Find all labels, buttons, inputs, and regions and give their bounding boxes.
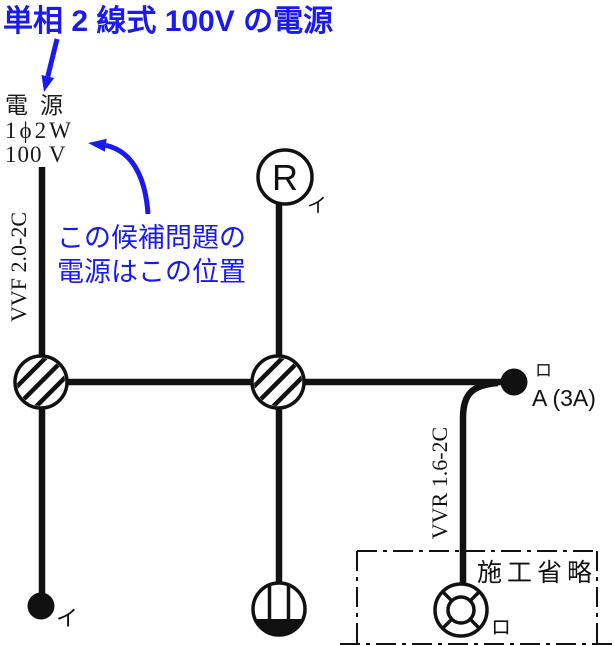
note-callout: この候補問題の 電源はこの位置	[57, 223, 246, 287]
outdoor-light-symbol: ロ	[433, 582, 511, 639]
arrow-to-position-shaft	[105, 142, 151, 215]
note-line2: 電源はこの位置	[57, 257, 246, 287]
outdoor-light-circuit-label: ロ	[491, 617, 511, 639]
joint-box-left-hatch	[17, 358, 65, 406]
lamp-receptacle-letter: R	[272, 157, 298, 198]
wires	[38, 167, 504, 594]
arrow-to-position-head	[88, 138, 107, 152]
single-switch-circuit-label: イ	[56, 606, 78, 631]
note-line1: この候補問題の	[57, 223, 246, 253]
outdoor-light-spokes	[441, 590, 481, 630]
auto-switch-dot	[500, 368, 528, 396]
joint-box-right-hatch	[254, 358, 302, 406]
title-callout: 単相 2 線式 100V の電源	[3, 4, 333, 38]
auto-switch-rating-label: A (3A)	[532, 385, 596, 411]
ceiling-light-filled-base	[255, 619, 303, 636]
auto-switch-symbol: ロ A (3A)	[500, 361, 596, 411]
wire-branch-to-outdoor-light	[459, 379, 499, 585]
arrow-to-source-shaft	[45, 38, 60, 78]
ceiling-light-symbol	[251, 581, 307, 637]
arrow-to-source-head	[41, 75, 55, 92]
lamp-receptacle-symbol: R イ	[256, 148, 327, 217]
lamp-receptacle-circle	[256, 148, 314, 206]
power-source-voltage: 100 V	[5, 142, 66, 167]
joint-box-left	[13, 354, 69, 410]
power-source-phase: 1ϕ2W	[5, 118, 74, 143]
omitted-section-label: 施工省略	[477, 559, 597, 587]
cable-label-vvf: VVF 2.0-2C	[6, 212, 31, 322]
outdoor-light-inner-circle	[446, 595, 476, 625]
lamp-receptacle-circuit-label: イ	[307, 195, 327, 217]
power-source-block: 電源 1ϕ2W 100 V	[5, 93, 75, 167]
auto-switch-circuit-label: ロ	[535, 361, 552, 380]
joint-box-right	[250, 354, 306, 410]
power-source-name: 電源	[5, 93, 75, 118]
single-switch-dot	[27, 592, 55, 620]
arrow-to-source	[41, 38, 60, 92]
cable-label-vvr: VVR 1.6-2C	[427, 427, 452, 539]
single-switch-symbol: イ	[27, 592, 78, 631]
omitted-section-box	[340, 550, 614, 645]
arrow-to-position	[88, 138, 151, 215]
